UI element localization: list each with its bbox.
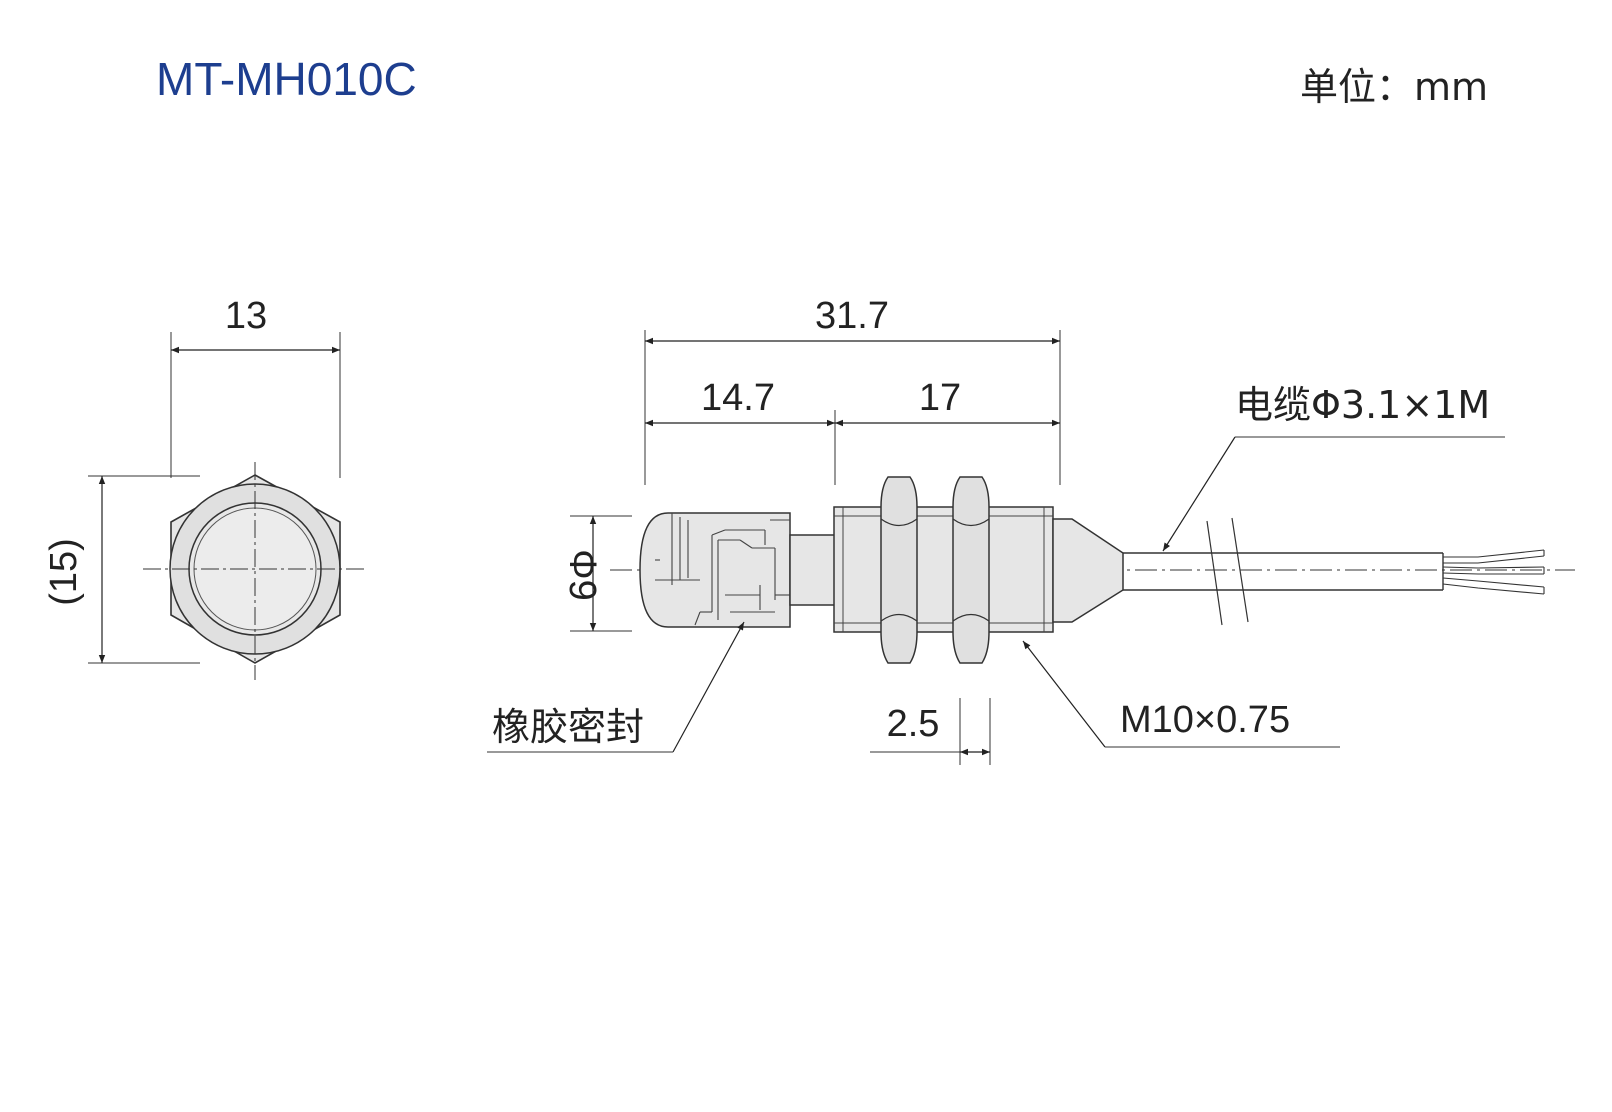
neck [789, 534, 836, 606]
front-view: 13 (15) [43, 295, 367, 680]
cable-spec-leader [1162, 436, 1236, 552]
threaded-body [833, 506, 1054, 633]
head-internal-details [655, 513, 790, 626]
unit-label: 单位：mm [1300, 65, 1489, 109]
cable-wires [1442, 549, 1545, 595]
front-width-dim-text: 13 [225, 295, 267, 337]
nut-2 [952, 476, 990, 664]
thread-spec-leader [1022, 640, 1106, 748]
side-view: 31.7 14.7 17 Φ9 2.5 M10×0.75 [487, 295, 1575, 765]
thread-spec-text: M10×0.75 [1120, 699, 1290, 741]
front-length-dim-text: 14.7 [701, 377, 775, 419]
cable-spec-text: 电缆Φ3.1×1M [1235, 383, 1490, 427]
seal-text: 橡胶密封 [492, 705, 644, 749]
model-title: MT-MH010C [156, 53, 417, 105]
front-height-dim-text: (15) [43, 538, 85, 606]
overall-dim-text: 31.7 [815, 295, 889, 337]
nut-1 [880, 476, 918, 664]
nut-2-facet [952, 518, 990, 622]
nut-1-facet [880, 518, 918, 622]
cable-break-1 [1206, 520, 1223, 626]
cable-gland [1052, 518, 1124, 623]
diameter-dim-text: Φ9 [561, 549, 603, 600]
thread-length-dim-text: 17 [919, 377, 961, 419]
seal-leader [672, 621, 745, 753]
sensing-head [639, 512, 791, 628]
cable-break-2 [1231, 517, 1249, 623]
nut-dim-text: 2.5 [887, 703, 940, 745]
